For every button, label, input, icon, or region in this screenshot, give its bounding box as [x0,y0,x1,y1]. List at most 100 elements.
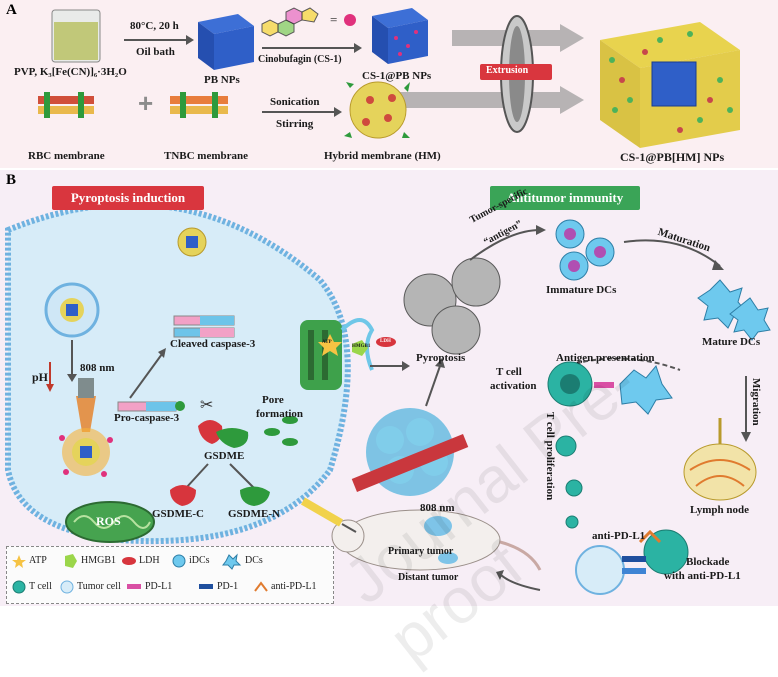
immature-dcs-icon [555,219,615,281]
panel-b: B [0,170,778,676]
t-cell-label: T cell [496,366,522,378]
ph-label: pH [32,370,49,384]
mouse-laser-label: 808 nm [420,502,455,514]
legend-icons [12,553,268,594]
legend-hmgb1-label: HMGB1 [81,555,117,566]
legend-tumor-cell-icon [60,580,74,594]
endosome-icon [44,282,100,338]
gsdme-n-icon [240,486,270,506]
pyroptotic-cells-icon [403,257,501,355]
legend-pd1-icon [199,584,213,589]
t-cell-proliferation-label: T cell proliferation [544,412,556,501]
gsdme-label: GSDME [204,450,245,462]
legend-hmgb1-icon [65,554,77,568]
blockade-with-label: with anti-PD-L1 [664,570,741,582]
pore-label: Pore [262,394,284,406]
step1-condition-bath: Oil bath [136,46,175,58]
ros-label: ROS [96,514,121,528]
extrusion-label-box [480,64,552,80]
lymph-node-label: Lymph node [690,504,749,516]
cleaved-caspase-label: Cleaved caspase-3 [170,338,256,350]
legend-idc-icon [172,554,186,568]
migration-label: Migration [750,378,762,426]
immature-dcs-label: Immature DCs [546,284,617,296]
beaker-icon [51,9,101,63]
tnbc-membrane-icon [170,92,228,118]
extrusion-arrow-bottom [380,86,584,114]
laser-label: 808 nm [80,362,115,374]
pyroptosis-label: Pyroptosis [416,352,466,364]
legend: ATP HMGB1 LDH iDCs DCs T cell Tumor cell… [6,546,334,604]
gsdme-n-label: GSDME-N [228,508,280,520]
legend-ldh-label: LDH [139,555,160,566]
step1-reagent-label: PVP, K₃[Fe(CN)]₆·3H₂O [14,66,127,78]
proliferating-t-cells-icon [555,435,583,529]
gsdme-c-icon [170,485,196,506]
exploding-np-icon [59,428,113,477]
final-np-label: CS-1@PB[HM] NPs [620,150,725,164]
panel-a-letter: A [6,2,17,18]
legend-anti-pdl1-icon [254,581,268,592]
pb-cube-icon [198,14,254,70]
pro-caspase-icon [117,401,185,412]
ldh-icon [376,337,396,347]
primary-tumor-cluster-icon [351,408,469,496]
blockade-label: Blockade [686,556,730,568]
mouse-icon [331,509,542,571]
pyroptosis-banner: Pyroptosis induction [52,186,204,210]
tnbc-membrane-label: TNBC membrane [164,150,249,162]
mature-dcs-icon [697,279,771,341]
panel-a-graphics: + [38,7,740,148]
hybrid-membrane-sphere-icon [344,81,410,139]
step1-condition-temp: 80°C, 20 h [130,20,179,32]
legend-dcs-label: DCs [245,555,263,566]
legend-anti-pdl1-label: anti-PD-L1 [271,581,317,592]
legend-tumor-cell-label: Tumor cell [77,581,121,592]
cs1-pb-label: CS-1@PB NPs [362,70,432,82]
gsdme-icon [198,420,249,448]
legend-pd1-label: PD-1 [217,581,239,592]
legend-t-cell-label: T cell [29,581,52,592]
sonication-label: Sonication [270,96,320,108]
atp-tag: ATP [322,340,332,345]
panel-a: A [0,0,778,168]
hmgb1-icon [352,340,368,356]
legend-ldh-icon [122,557,136,565]
mitochondria-icon [65,501,155,543]
hybrid-membrane-label: Hybrid membrane (HM) [324,150,441,162]
cleaved-caspase-icon [173,315,235,338]
antitumor-banner: Antitumor immunity [490,186,640,210]
pro-caspase-label: Pro-caspase-3 [114,412,180,424]
laser-icon [76,396,96,432]
atp-star-icon [318,334,342,356]
gsdme-n-fragments-icon [264,416,298,446]
activation-label: activation [490,380,537,392]
hmgb1-tag: HMGB1 [352,344,371,349]
extrusion-label: Extrusion [486,65,529,76]
legend-t-cell-icon [12,580,26,594]
anti-pdl1-label: anti-PD-L1 [592,530,646,542]
equals-symbol: = [330,12,338,27]
primary-tumor-label: Primary tumor [388,546,454,557]
svg-text:+: + [138,88,153,118]
legend-dc-icon [222,553,242,570]
legend-pdl1-icon [127,584,141,589]
pb-label: PB NPs [204,74,240,86]
legend-atp-label: ATP [29,555,47,566]
cinobufagin-label: Cinobufagin (CS-1) [258,54,342,65]
rbc-membrane-icon [38,92,94,118]
antigen-presentation-label: Antigen presentation [556,352,655,364]
panel-b-graphics: ✂ [5,201,771,595]
ldh-tag: LDH [380,339,391,344]
lymph-node-icon [683,418,757,501]
mature-dcs-label: Mature DCs [702,336,761,348]
gsdme-c-label: GSDME-C [152,508,204,520]
syringe-icon [300,497,357,533]
blockade-cells-icon [575,529,689,595]
cs1-pb-cube-icon [372,8,428,64]
formation-label: formation [256,408,304,420]
legend-pdl1-label: PD-L1 [145,581,173,592]
distant-tumor-label: Distant tumor [398,572,459,583]
legend-idcs-label: iDCs [189,555,210,566]
t-cell-activation-icon [547,361,673,415]
